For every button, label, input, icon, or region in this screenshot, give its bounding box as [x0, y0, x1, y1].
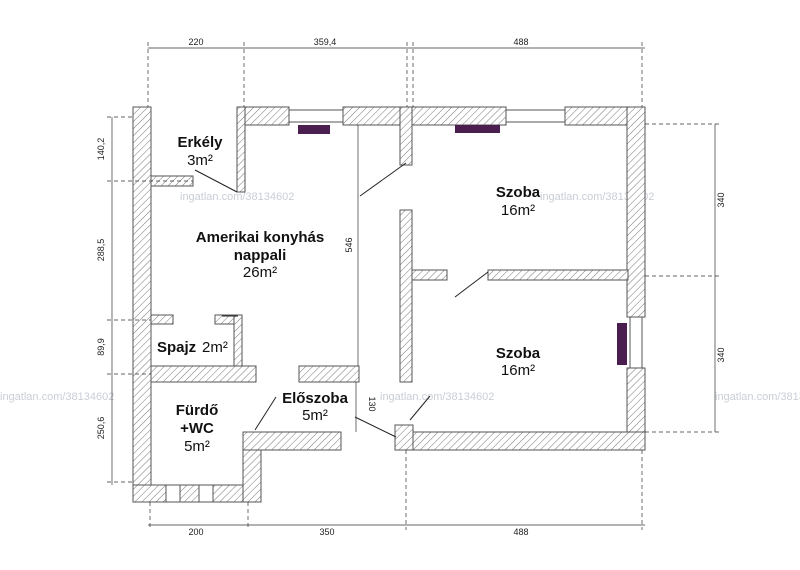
wall-door-jamb	[394, 424, 414, 451]
door-leaf	[354, 416, 397, 438]
room-area-eloszoba: 5m²	[302, 407, 328, 424]
room-area-spajz: 2m²	[202, 339, 228, 356]
room-name-nappali-1: Amerikai konyhás	[196, 229, 324, 246]
wall-hall-top	[298, 365, 360, 383]
wall-right-upper	[626, 106, 646, 318]
room-name-szoba-1: Szoba	[496, 184, 541, 201]
room-area-nappali: 26m²	[243, 264, 277, 281]
window	[198, 484, 214, 503]
door-leaf	[409, 395, 431, 421]
radiator-icon	[298, 125, 330, 134]
radiator-icon	[617, 323, 627, 365]
window-top	[288, 109, 344, 123]
doors	[194, 162, 489, 438]
dim-left-2: 288,5	[96, 239, 106, 262]
room-name-furdo-1: Fürdő	[176, 402, 219, 419]
wall-balcony-side	[236, 106, 246, 193]
watermarks: ingatlan.com/38134602 ingatlan.com/38134…	[0, 191, 800, 403]
dim-left-1: 140,2	[96, 138, 106, 161]
watermark-text: ingatlan.com/38134602	[180, 191, 294, 203]
watermark-text: ingatlan.com/38134602	[715, 391, 800, 403]
dim-right-1: 340	[716, 192, 726, 207]
radiators	[298, 125, 627, 365]
watermark-text: ingatlan.com/38134602	[540, 191, 654, 203]
dim-inner-height: 546	[344, 237, 354, 252]
room-name-szoba-2: Szoba	[496, 345, 541, 362]
dim-left-4: 250,6	[96, 417, 106, 440]
wall-spajz-top	[150, 314, 174, 325]
wall-bottom-rooms	[394, 431, 646, 451]
walls	[132, 106, 646, 503]
room-name-furdo-2: +WC	[180, 420, 214, 437]
door-leaf	[194, 169, 238, 193]
window-right	[629, 316, 643, 369]
room-name-spajz: Spajz	[157, 339, 196, 356]
room-name-nappali-2: nappali	[234, 247, 287, 264]
door-leaf	[454, 271, 489, 298]
watermark-text: ingatlan.com/38134602	[380, 391, 494, 403]
wall-center	[399, 209, 413, 383]
dim-bottom-1: 200	[188, 527, 203, 537]
room-name-erkely: Erkély	[177, 134, 223, 151]
room-area-szoba-1: 16m²	[501, 202, 535, 219]
windows	[288, 109, 643, 369]
dimension-labels: 220 359,4 488 200 350 488 140,2 288,5 89…	[96, 37, 726, 537]
room-area-furdo: 5m²	[184, 438, 210, 455]
radiator-icon	[455, 125, 500, 133]
wall-rooms-divider	[487, 269, 629, 281]
room-area-szoba-2: 16m²	[501, 362, 535, 379]
dim-bottom-3: 488	[513, 527, 528, 537]
wall-bottom-bath	[132, 484, 259, 503]
door-leaf	[254, 396, 277, 431]
wall-spajz-bottom	[150, 365, 257, 383]
wall-segment	[342, 106, 507, 126]
wall-stub	[411, 269, 448, 281]
room-area-erkely: 3m²	[187, 152, 213, 169]
window	[165, 484, 181, 503]
door-leaf	[359, 162, 407, 197]
dim-bottom-2: 350	[319, 527, 334, 537]
wall-spajz-right	[233, 314, 243, 371]
wall-left	[132, 106, 152, 503]
wall-entry-bottom	[242, 431, 342, 451]
dim-right-2: 340	[716, 347, 726, 362]
room-labels: Erkély 3m² Amerikai konyhás nappali 26m²…	[157, 134, 541, 455]
dimension-lines	[107, 42, 720, 530]
dim-corridor: 130	[367, 396, 377, 411]
wall-center-top	[399, 106, 413, 166]
room-name-eloszoba: Előszoba	[282, 390, 349, 407]
window-top	[505, 109, 566, 123]
dim-left-3: 89,9	[96, 338, 106, 356]
dim-top-2: 359,4	[314, 37, 337, 47]
dim-top-3: 488	[513, 37, 528, 47]
dim-top-1: 220	[188, 37, 203, 47]
watermark-text: ingatlan.com/38134602	[0, 391, 114, 403]
